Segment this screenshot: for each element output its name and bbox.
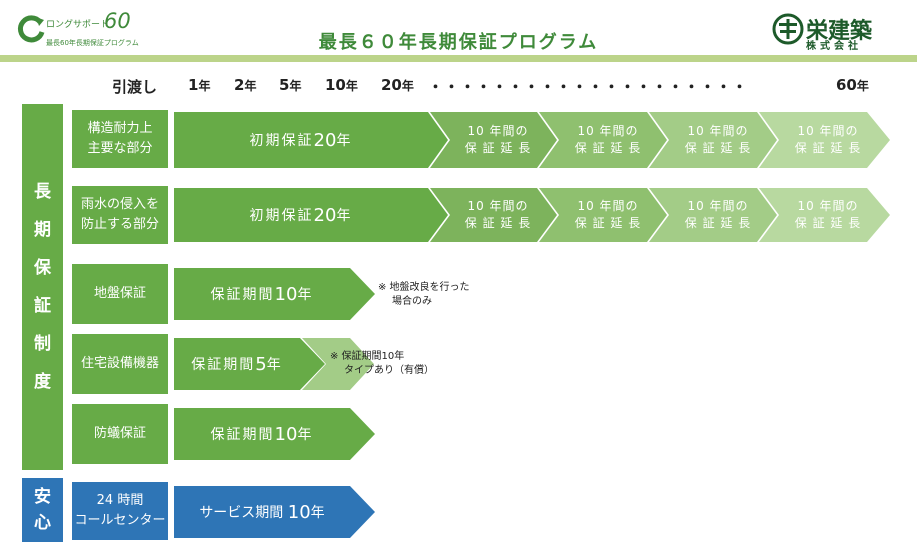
ground-warranty-arrow xyxy=(174,268,375,320)
extension-text: 10 年間の保 証 延 長 xyxy=(684,199,752,230)
row-label-text: 防蟻保証 xyxy=(93,426,146,441)
side-char: 度 xyxy=(34,372,51,392)
timeline-year-60: 60年 xyxy=(836,76,869,94)
extension-arrow-2 xyxy=(539,112,667,168)
timeline-year-20: 20年 xyxy=(381,76,414,94)
logo xyxy=(16,12,146,52)
equipment-note: ※ 保証期間10年 タイプあり（有償） xyxy=(330,351,434,376)
extension-text: 10 年間の保 証 延 長 xyxy=(574,124,642,155)
extension-text: 10 年間の保 証 延 長 xyxy=(794,199,862,230)
timeline-start: 引渡し xyxy=(112,78,158,96)
extension-text: 10 年間の保 証 延 長 xyxy=(574,199,642,230)
page-title: 最長６０年長期保証プログラム xyxy=(318,32,599,53)
row-label-text: コールセンター xyxy=(74,513,166,528)
side-char: 長 xyxy=(34,182,51,202)
row-label-text: 構造耐力上 主要な部分 xyxy=(87,121,153,156)
ground-note: ※ 地盤改良を行った 場合のみ xyxy=(378,282,470,307)
logo-number: 60 xyxy=(104,9,131,33)
row-label-structure: 構造耐力上 主要な部分 xyxy=(72,110,168,168)
timeline-year-5: 5年 xyxy=(279,76,302,94)
brand-name: 栄建築 xyxy=(806,18,873,44)
timeline-year-10: 10年 xyxy=(325,76,358,94)
side-char: 心 xyxy=(34,513,51,533)
row-label-ground: 地盤保証 xyxy=(72,264,168,324)
side-char: 保 xyxy=(34,258,51,278)
extension-arrow-3 xyxy=(649,112,777,168)
brand-subtitle: 株式会社 xyxy=(806,41,862,52)
row-label-call-center: 24 時間 コールセンター xyxy=(72,482,168,540)
long-term-warranty-sidebar: 長 期 保 証 制 度 xyxy=(22,104,63,470)
row-label-text: 住宅設備機器 xyxy=(80,356,159,371)
initial-warranty-arrow xyxy=(174,188,448,242)
extension-arrow-1 xyxy=(430,188,557,242)
equipment-extension-arrow xyxy=(302,338,374,390)
anshin-sidebar: 安 心 xyxy=(22,478,63,542)
header-divider xyxy=(0,55,917,62)
extension-arrow-3 xyxy=(649,188,777,242)
row-label-rain: 雨水の侵入を 防止する部分 xyxy=(72,186,168,244)
extension-text: 10 年間の保 証 延 長 xyxy=(464,124,532,155)
emblem-icon xyxy=(772,13,804,45)
timeline-year-2: 2年 xyxy=(234,76,257,94)
call-center-arrow xyxy=(174,486,375,538)
initial-warranty-arrow xyxy=(174,112,448,168)
extension-text: 10 年間の保 証 延 長 xyxy=(794,124,862,155)
row-label-text: 24 時間 xyxy=(96,493,144,508)
row-label-text: 雨水の侵入を 防止する部分 xyxy=(80,197,159,232)
logo-tagline: ロングサポート xyxy=(46,20,110,30)
termite-warranty-arrow xyxy=(174,408,375,460)
extension-text: 10 年間の保 証 延 長 xyxy=(464,199,532,230)
timeline-year-1: 1年 xyxy=(188,76,211,94)
extension-arrow-4 xyxy=(759,112,890,168)
side-char: 期 xyxy=(34,220,51,240)
logo-arrow-icon xyxy=(17,15,45,43)
equipment-warranty-arrow xyxy=(174,338,325,390)
extension-text: 10 年間の保 証 延 長 xyxy=(684,124,752,155)
row-label-equipment: 住宅設備機器 xyxy=(72,334,168,394)
row-label-text: 地盤保証 xyxy=(93,286,146,301)
timeline-dots: ・・・・・・・・・・・・・・・・・・・・ xyxy=(428,78,749,96)
logo-subtitle: 最長60年長期保証プログラム xyxy=(46,39,139,47)
extension-arrow-1 xyxy=(430,112,557,168)
row-label-termite: 防蟻保証 xyxy=(72,404,168,464)
extension-arrow-2 xyxy=(539,188,667,242)
side-char: 安 xyxy=(34,487,51,507)
side-char: 証 xyxy=(34,296,51,316)
extension-arrow-4 xyxy=(759,188,890,242)
brand-emblem xyxy=(772,13,804,45)
side-char: 制 xyxy=(34,334,51,354)
